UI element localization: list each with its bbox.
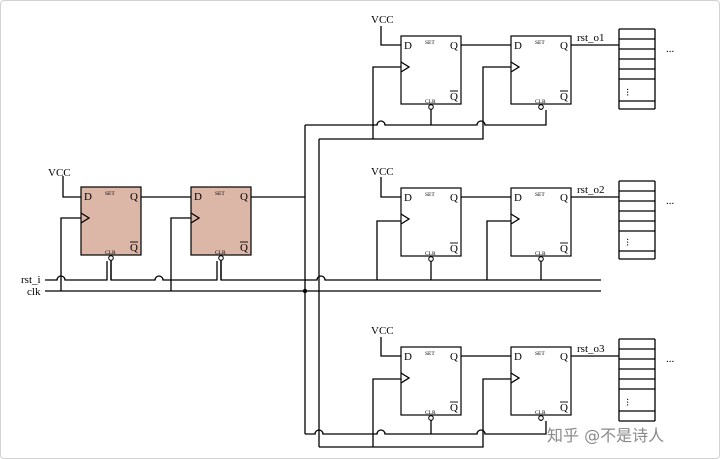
ff-b1b-set: SET xyxy=(535,40,545,46)
ff-b3a-set: SET xyxy=(425,351,435,357)
ff-b1b-d: D xyxy=(514,40,522,52)
ff-b2a-clr: CLR xyxy=(425,251,436,257)
ellipsis-2: ... xyxy=(666,195,675,207)
ff-in1-d: D xyxy=(84,191,92,203)
ff-in1-set: SET xyxy=(105,191,115,197)
vcc-label-1: VCC xyxy=(371,14,394,26)
ff-b3a-qbar: Q xyxy=(450,402,458,414)
labels: VCC VCC VCC VCC rst_i clk rst_o1 rst_o2 … xyxy=(21,14,675,407)
ff-b1b-q: Q xyxy=(560,40,568,52)
ff-b1a-q: Q xyxy=(450,40,458,52)
ff-b1b-qbar: Q xyxy=(560,91,568,103)
ff-b1a-clr: CLR xyxy=(425,99,436,105)
ff-in1-qbar: Q xyxy=(130,242,138,254)
ff-b1a-qbar: Q xyxy=(450,91,458,103)
vcc-label-2: VCC xyxy=(371,166,394,178)
ff-b2a-q: Q xyxy=(450,192,458,204)
ff-b3b-clr: CLR xyxy=(535,410,546,416)
ff-in2-d: D xyxy=(194,191,202,203)
ff-b2b-d: D xyxy=(514,192,522,204)
ff-b2b-clr: CLR xyxy=(535,251,546,257)
ff-b1a-set: SET xyxy=(425,40,435,46)
ff-b3b-d: D xyxy=(514,351,522,363)
rst-o1-label: rst_o1 xyxy=(577,32,605,44)
ellipsis-1-v: ... xyxy=(624,88,636,97)
ff-b3a-d: D xyxy=(404,351,412,363)
ellipsis-1: ... xyxy=(666,43,675,55)
ellipsis-3: ... xyxy=(666,353,675,365)
ff-in2-clr: CLR xyxy=(215,250,226,256)
ff-in2-q: Q xyxy=(240,191,248,203)
ff-b3b-q: Q xyxy=(560,351,568,363)
trunk xyxy=(302,125,320,447)
output-block-3 xyxy=(305,337,656,448)
vcc-label-input: VCC xyxy=(48,167,71,179)
ff-b2a-set: SET xyxy=(425,192,435,198)
ff-b2a-d: D xyxy=(404,192,412,204)
ff-in2-set: SET xyxy=(215,191,225,197)
ff-b1a-d: D xyxy=(404,40,412,52)
rst-o2-label: rst_o2 xyxy=(577,184,605,196)
output-block-1 xyxy=(305,26,656,140)
input-stage xyxy=(45,176,601,292)
ff-b2b-set: SET xyxy=(535,192,545,198)
ff-b3a-q: Q xyxy=(450,351,458,363)
ff-in1-clr: CLR xyxy=(105,250,116,256)
ff-b2a-qbar: Q xyxy=(450,243,458,255)
ff-b3a-clr: CLR xyxy=(425,410,436,416)
ff-b2b-q: Q xyxy=(560,192,568,204)
watermark: 知乎 @不是诗人 xyxy=(547,426,664,445)
ff-in1-q: Q xyxy=(130,191,138,203)
ff-b2b-qbar: Q xyxy=(560,243,568,255)
ff-b1b-clr: CLR xyxy=(535,99,546,105)
output-block-2 xyxy=(376,177,656,280)
ff-in2-qbar: Q xyxy=(240,242,248,254)
rst-o3-label: rst_o3 xyxy=(577,343,605,355)
clk-label: clk xyxy=(27,286,41,298)
rst-i-label: rst_i xyxy=(21,274,41,286)
flipflop-pin-labels: D Q Q SET CLR D Q Q SET CLR D Q Q SET CL… xyxy=(84,40,568,416)
ff-b3b-set: SET xyxy=(535,351,545,357)
ff-b3b-qbar: Q xyxy=(560,402,568,414)
ellipsis-2-v: ... xyxy=(624,238,636,247)
vcc-label-3: VCC xyxy=(371,325,394,337)
ellipsis-3-v: ... xyxy=(624,398,636,407)
